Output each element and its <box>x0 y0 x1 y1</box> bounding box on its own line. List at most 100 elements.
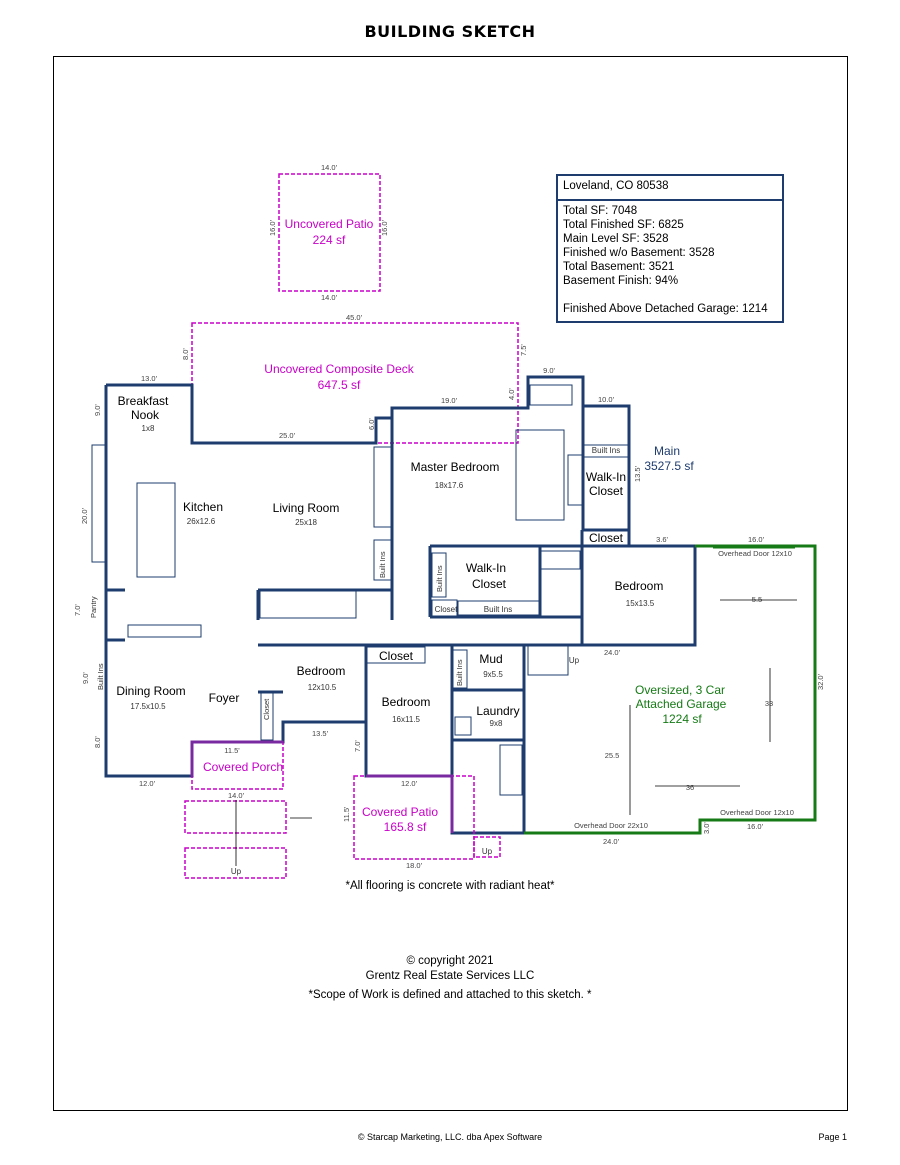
main-level-sf: Main Level SF: 3528 <box>563 233 669 245</box>
mud-label: Mud <box>479 652 502 666</box>
breakfast-nook-label-2: Nook <box>131 408 160 422</box>
walkin-closet-center-1: Walk-In <box>466 561 506 575</box>
uncovered-patio-label: Uncovered Patio <box>285 217 374 231</box>
dim-deck-left: 8.0' <box>181 348 190 360</box>
dim-33: 33 <box>765 699 773 708</box>
dim-13-0: 13.0' <box>141 374 158 383</box>
patio-up-label: Up <box>482 847 493 856</box>
built-ins-dining: Built Ins <box>96 663 105 690</box>
living-room-dims: 25x18 <box>295 518 317 527</box>
bedroom-center-left-label: Bedroom <box>297 664 346 678</box>
dim-9-0b: 9.0' <box>543 366 555 375</box>
dim-24-0a: 24.0' <box>604 648 621 657</box>
dim-32-0: 32.0' <box>816 673 825 690</box>
closet-right-label: Closet <box>589 531 624 545</box>
dim-13-5: 13.5' <box>633 465 642 482</box>
uncovered-patio-outline <box>278 173 381 292</box>
dim-3-6: 3.6' <box>656 535 668 544</box>
bedroom-right-label: Bedroom <box>615 579 664 593</box>
stairs-up-label: Up <box>569 656 580 665</box>
dim-36: 36 <box>686 783 694 792</box>
location-label: Loveland, CO 80538 <box>558 176 782 201</box>
basement-finish: Basement Finish: 94% <box>563 275 679 287</box>
dim-9-0a: 9.0' <box>93 404 102 416</box>
walkin-closet-master-1: Walk-In <box>586 470 626 484</box>
dim-16-0: 16.0' <box>748 535 765 544</box>
bedroom-center-dims: 16x11.5 <box>392 715 420 724</box>
covered-patio-label: Covered Patio <box>362 805 438 819</box>
dim-patio-top: 14.0' <box>321 163 338 172</box>
built-ins-closet: Built Ins <box>435 565 444 592</box>
walkin-closet-center-2: Closet <box>472 577 507 591</box>
walkin-closet-master-2: Closet <box>589 484 624 498</box>
deck-label: Uncovered Composite Deck <box>264 362 414 376</box>
fixtures <box>91 384 630 796</box>
dim-deck-top: 45.0' <box>346 313 363 322</box>
built-ins-living: Built Ins <box>378 551 387 578</box>
flooring-note: *All flooring is concrete with radiant h… <box>345 880 555 892</box>
scope-note: *Scope of Work is defined and attached t… <box>308 989 592 1001</box>
garage-walls <box>524 544 817 835</box>
deck-size: 647.5 sf <box>318 378 361 392</box>
dim-9-0c: 9.0' <box>81 672 90 684</box>
main-size: 3527.5 sf <box>644 459 694 473</box>
dim-4-0: 4.0' <box>507 388 516 400</box>
foyer-label: Foyer <box>209 691 240 705</box>
page-title: BUILDING SKETCH <box>364 22 536 41</box>
garage-label-2: Attached Garage <box>636 697 727 711</box>
built-ins-mud: Built Ins <box>455 659 464 686</box>
dim-5-5: 5.5 <box>752 595 762 604</box>
dim-25-0: 25.0' <box>279 431 296 440</box>
closet-foyer-label: Closet <box>262 698 271 720</box>
dim-deck-right: 7.5' <box>519 344 528 356</box>
dim-25-5: 25.5 <box>605 751 620 760</box>
copyright-note: © copyright 2021 <box>406 955 494 967</box>
company-note: Grentz Real Estate Services LLC <box>365 970 535 982</box>
covered-patio-size: 165.8 sf <box>384 820 427 834</box>
breakfast-nook-label-1: Breakfast <box>118 394 169 408</box>
dim-6-0: 6.0' <box>367 418 376 430</box>
porch-up-label: Up <box>231 867 242 876</box>
info-box: Loveland, CO 80538 Total SF: 7048 Total … <box>556 174 784 323</box>
dim-20-0: 20.0' <box>80 507 89 524</box>
dim-11-5: 11.5' <box>342 806 351 822</box>
dim-11-5b: 11.5' <box>224 746 240 755</box>
dim-patio-left: 16.0' <box>268 219 277 236</box>
dim-19-0: 19.0' <box>441 396 458 405</box>
dining-room-label: Dining Room <box>116 684 185 698</box>
dim-patio-right: 16.0' <box>380 219 389 236</box>
dim-3-0: 3.0' <box>702 822 711 834</box>
garage-label-1: Oversized, 3 Car <box>635 683 725 697</box>
dim-8-0: 8.0' <box>93 736 102 748</box>
breakfast-nook-dims: 1x8 <box>142 424 155 433</box>
sketch-frame <box>53 56 848 1111</box>
pantry-label: Pantry <box>89 596 98 618</box>
garage-size: 1224 sf <box>662 712 702 726</box>
total-basement: Total Basement: 3521 <box>563 261 675 273</box>
uncovered-patio-size: 224 sf <box>313 233 346 247</box>
dim-12-0b: 12.0' <box>401 779 418 788</box>
finished-without-basement: Finished w/o Basement: 3528 <box>563 247 715 259</box>
bedroom-center-label: Bedroom <box>382 695 431 709</box>
closet-center-label: Closet <box>379 649 414 663</box>
dim-overhead-bottom: Overhead Door 22x10 <box>574 821 648 830</box>
covered-porch-label: Covered Porch <box>203 760 283 774</box>
finished-above-garage: Finished Above Detached Garage: 1214 <box>563 303 768 315</box>
page-number: Page 1 <box>818 1132 847 1142</box>
dining-room-dims: 17.5x10.5 <box>130 702 166 711</box>
software-credit: © Starcap Marketing, LLC. dba Apex Softw… <box>357 1132 543 1142</box>
dim-16-0b: 16.0' <box>747 822 764 831</box>
dim-18-0: 18.0' <box>406 861 423 870</box>
bedroom-center-left-dims: 12x10.5 <box>308 683 337 692</box>
main-label: Main <box>654 444 680 458</box>
dim-13-5b: 13.5' <box>312 729 329 738</box>
built-ins-label-2: Built Ins <box>592 446 620 455</box>
closet-small-label: Closet <box>435 605 458 614</box>
master-bedroom-dims: 18x17.6 <box>435 481 464 490</box>
total-sf: Total SF: 7048 <box>563 205 638 217</box>
dim-patio-bottom: 14.0' <box>321 293 338 302</box>
dim-overhead-top: Overhead Door 12x10 <box>718 549 792 558</box>
built-ins-label: Built Ins <box>484 605 512 614</box>
living-room-label: Living Room <box>273 501 340 515</box>
